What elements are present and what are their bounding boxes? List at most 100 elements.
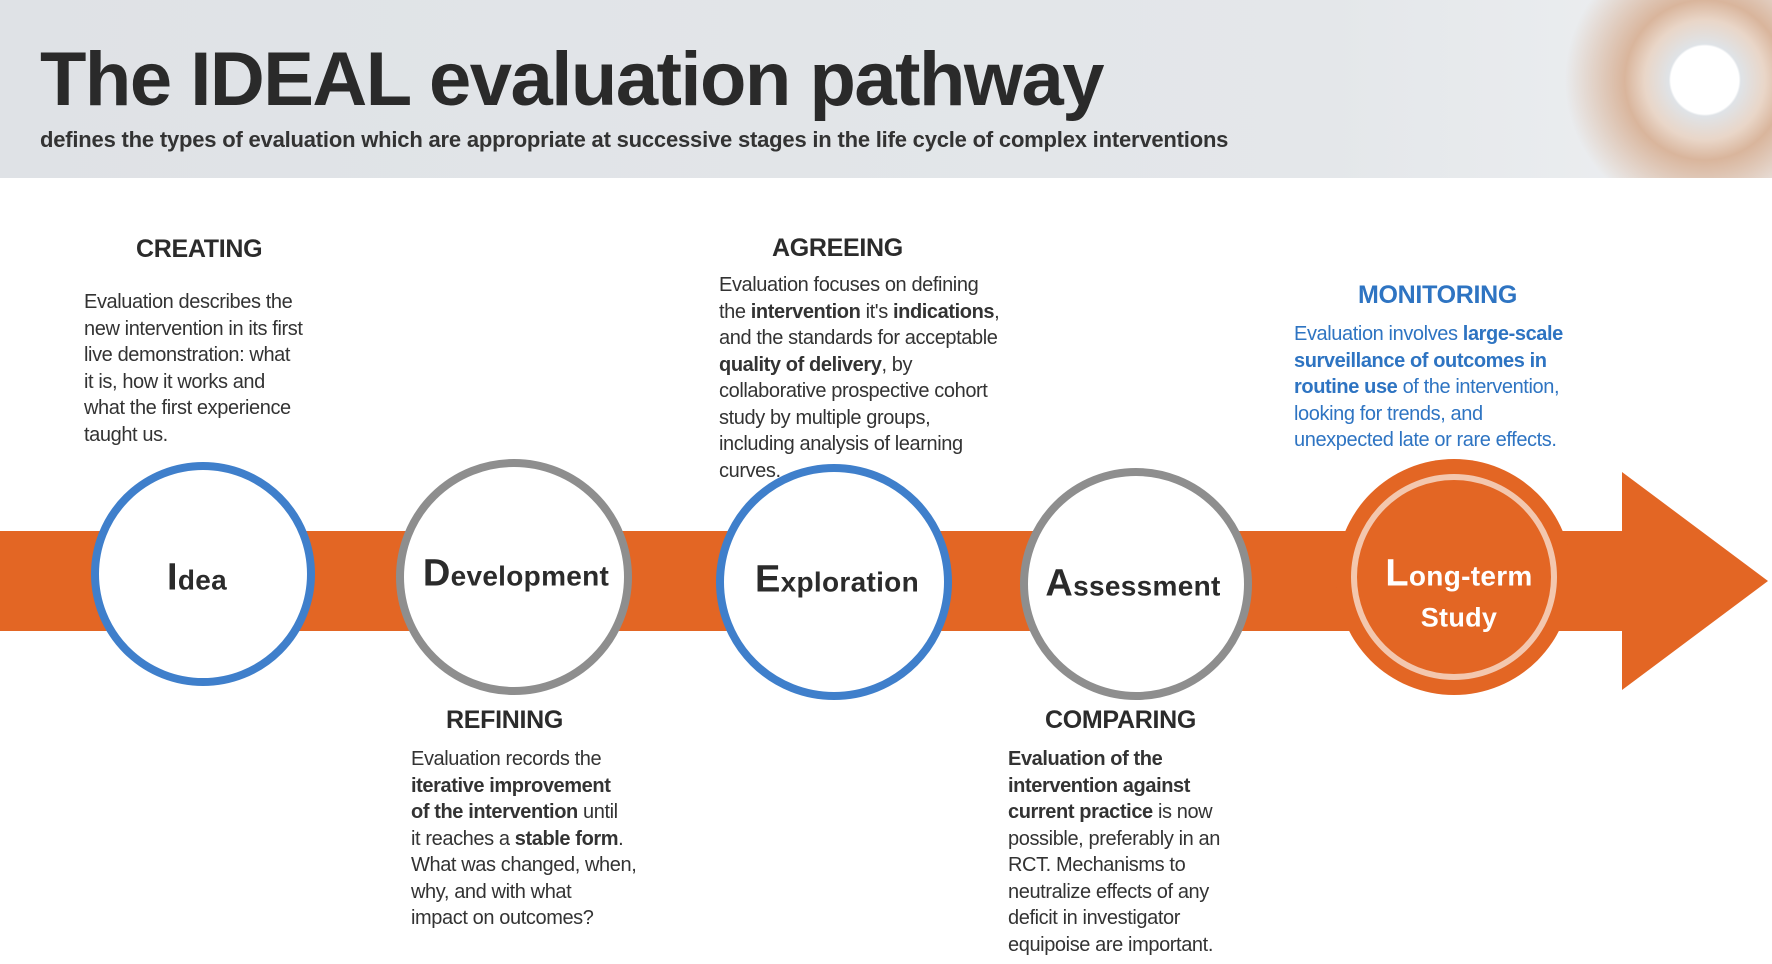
description-line: live demonstration: what <box>84 342 303 369</box>
description-line: Evaluation focuses on defining <box>719 272 999 299</box>
pathway-arrow-head <box>1622 472 1768 690</box>
assessment-label: Assessment <box>1045 562 1221 605</box>
idea-label: Idea <box>166 556 228 599</box>
text: curves. <box>719 459 781 482</box>
refining-description: Evaluation records the iterative improvem… <box>411 746 637 932</box>
description-line: equipoise are important. <box>1008 932 1220 959</box>
long-term-label: Long-term <box>1385 552 1533 595</box>
text: deficit in investigator <box>1008 907 1181 929</box>
text: live demonstration: what <box>84 344 291 366</box>
emphasis-text: intervention against <box>1008 774 1191 797</box>
text: Evaluation describes the <box>84 291 293 313</box>
exploration-label: Exploration <box>755 558 919 601</box>
emphasis-text: stable form <box>514 827 619 850</box>
exploration-circle <box>716 464 952 700</box>
text: it's <box>860 300 893 323</box>
text: equipoise are important. <box>1008 933 1213 956</box>
text: it reaches a <box>411 827 515 850</box>
description-line: impact on outcomes? <box>411 905 636 932</box>
development-label: Development <box>422 552 610 595</box>
comparing-heading: COMPARING <box>1045 706 1196 734</box>
text: What was changed, when, <box>411 854 637 876</box>
creating-description: Evaluation describes the new intervention… <box>84 289 303 448</box>
emphasis-text: current practice <box>1008 801 1153 823</box>
emphasis-text: surveillance of outcomes in <box>1294 349 1547 372</box>
emphasis-text: Evaluation of the <box>1008 748 1163 770</box>
refining-heading: REFINING <box>446 706 564 734</box>
text: RCT. Mechanisms to <box>1008 854 1186 876</box>
text: what the first experience <box>84 397 291 419</box>
description-line: Evaluation records the <box>411 746 636 773</box>
page-subtitle: defines the types of evaluation which ar… <box>40 127 1229 152</box>
agreeing-description: Evaluation focuses on defining the interv… <box>719 272 1000 485</box>
development-circle <box>396 459 632 695</box>
emphasis-text: routine use <box>1294 376 1398 398</box>
emphasis-text: large-scale <box>1462 323 1564 345</box>
description-line: collaborative prospective cohort <box>719 378 999 405</box>
header-banner: The IDEAL evaluation pathway defines the… <box>0 0 1772 178</box>
description-line: of the intervention until <box>411 799 636 826</box>
description-line: study by multiple groups, <box>719 405 999 432</box>
idea-circle <box>91 462 315 686</box>
text: collaborative prospective cohort <box>719 380 988 402</box>
text: Evaluation focuses on defining <box>719 274 979 296</box>
description-line: it reaches a stable form. <box>411 826 636 853</box>
description-line: what the first experience <box>84 395 303 422</box>
description-line: intervention against <box>1008 773 1220 800</box>
text: . <box>618 827 624 850</box>
description-line: iterative improvement <box>411 773 636 800</box>
text: new intervention in its first <box>84 317 303 340</box>
text: is now <box>1152 801 1213 823</box>
description-line: current practice is now <box>1008 799 1220 826</box>
emphasis-text: of the intervention <box>411 801 578 823</box>
emphasis-text: quality of delivery <box>719 353 882 376</box>
description-line: RCT. Mechanisms to <box>1008 852 1220 879</box>
page-title: The IDEAL evaluation pathway <box>40 37 1105 122</box>
text: impact on outcomes? <box>411 907 594 929</box>
description-line: taught us. <box>84 422 303 449</box>
agreeing-heading: AGREEING <box>772 234 903 262</box>
text: of the intervention, <box>1397 376 1560 398</box>
assessment-circle <box>1020 468 1252 700</box>
description-line: including analysis of learning <box>719 431 999 458</box>
description-line: why, and with what <box>411 879 636 906</box>
text: Evaluation involves <box>1294 323 1463 345</box>
description-line: neutralize effects of any <box>1008 879 1220 906</box>
text: , <box>994 300 1000 323</box>
text: possible, preferably in an <box>1008 827 1220 850</box>
description-line: possible, preferably in an <box>1008 826 1220 853</box>
description-line: and the standards for acceptable <box>719 325 999 352</box>
text: taught us. <box>84 423 168 446</box>
text: study by multiple groups, <box>719 406 931 429</box>
description-line: new intervention in its first <box>84 316 303 343</box>
emphasis-text: intervention <box>750 300 861 323</box>
text: the <box>719 300 751 323</box>
text: looking for trends, and <box>1294 402 1483 425</box>
description-line: Evaluation describes the <box>84 289 303 316</box>
description-line: surveillance of outcomes in <box>1294 348 1563 375</box>
text: , by <box>881 353 913 376</box>
text: neutralize effects of any <box>1008 880 1209 903</box>
text: until <box>577 801 618 823</box>
description-line: Evaluation involves large-scale <box>1294 321 1563 348</box>
text: unexpected late or rare effects. <box>1294 429 1557 451</box>
description-line: looking for trends, and <box>1294 401 1563 428</box>
description-line: it is, how it works and <box>84 369 303 396</box>
doctor-stethoscope-photo <box>1532 0 1772 178</box>
description-line: deficit in investigator <box>1008 905 1220 932</box>
text: and the standards for acceptable <box>719 327 998 349</box>
emphasis-text: iterative improvement <box>411 774 611 797</box>
text: why, and with what <box>411 880 572 903</box>
creating-heading: CREATING <box>136 235 263 263</box>
text: Evaluation records the <box>411 748 602 770</box>
description-line: unexpected late or rare effects. <box>1294 427 1563 454</box>
description-line: curves. <box>719 458 999 485</box>
long-term-label-study: Study <box>1420 602 1498 633</box>
description-line: the intervention it's indications, <box>719 299 1000 326</box>
text: it is, how it works and <box>84 370 265 393</box>
long-term-circle-ring <box>1351 474 1557 680</box>
text: including analysis of learning <box>719 433 963 455</box>
